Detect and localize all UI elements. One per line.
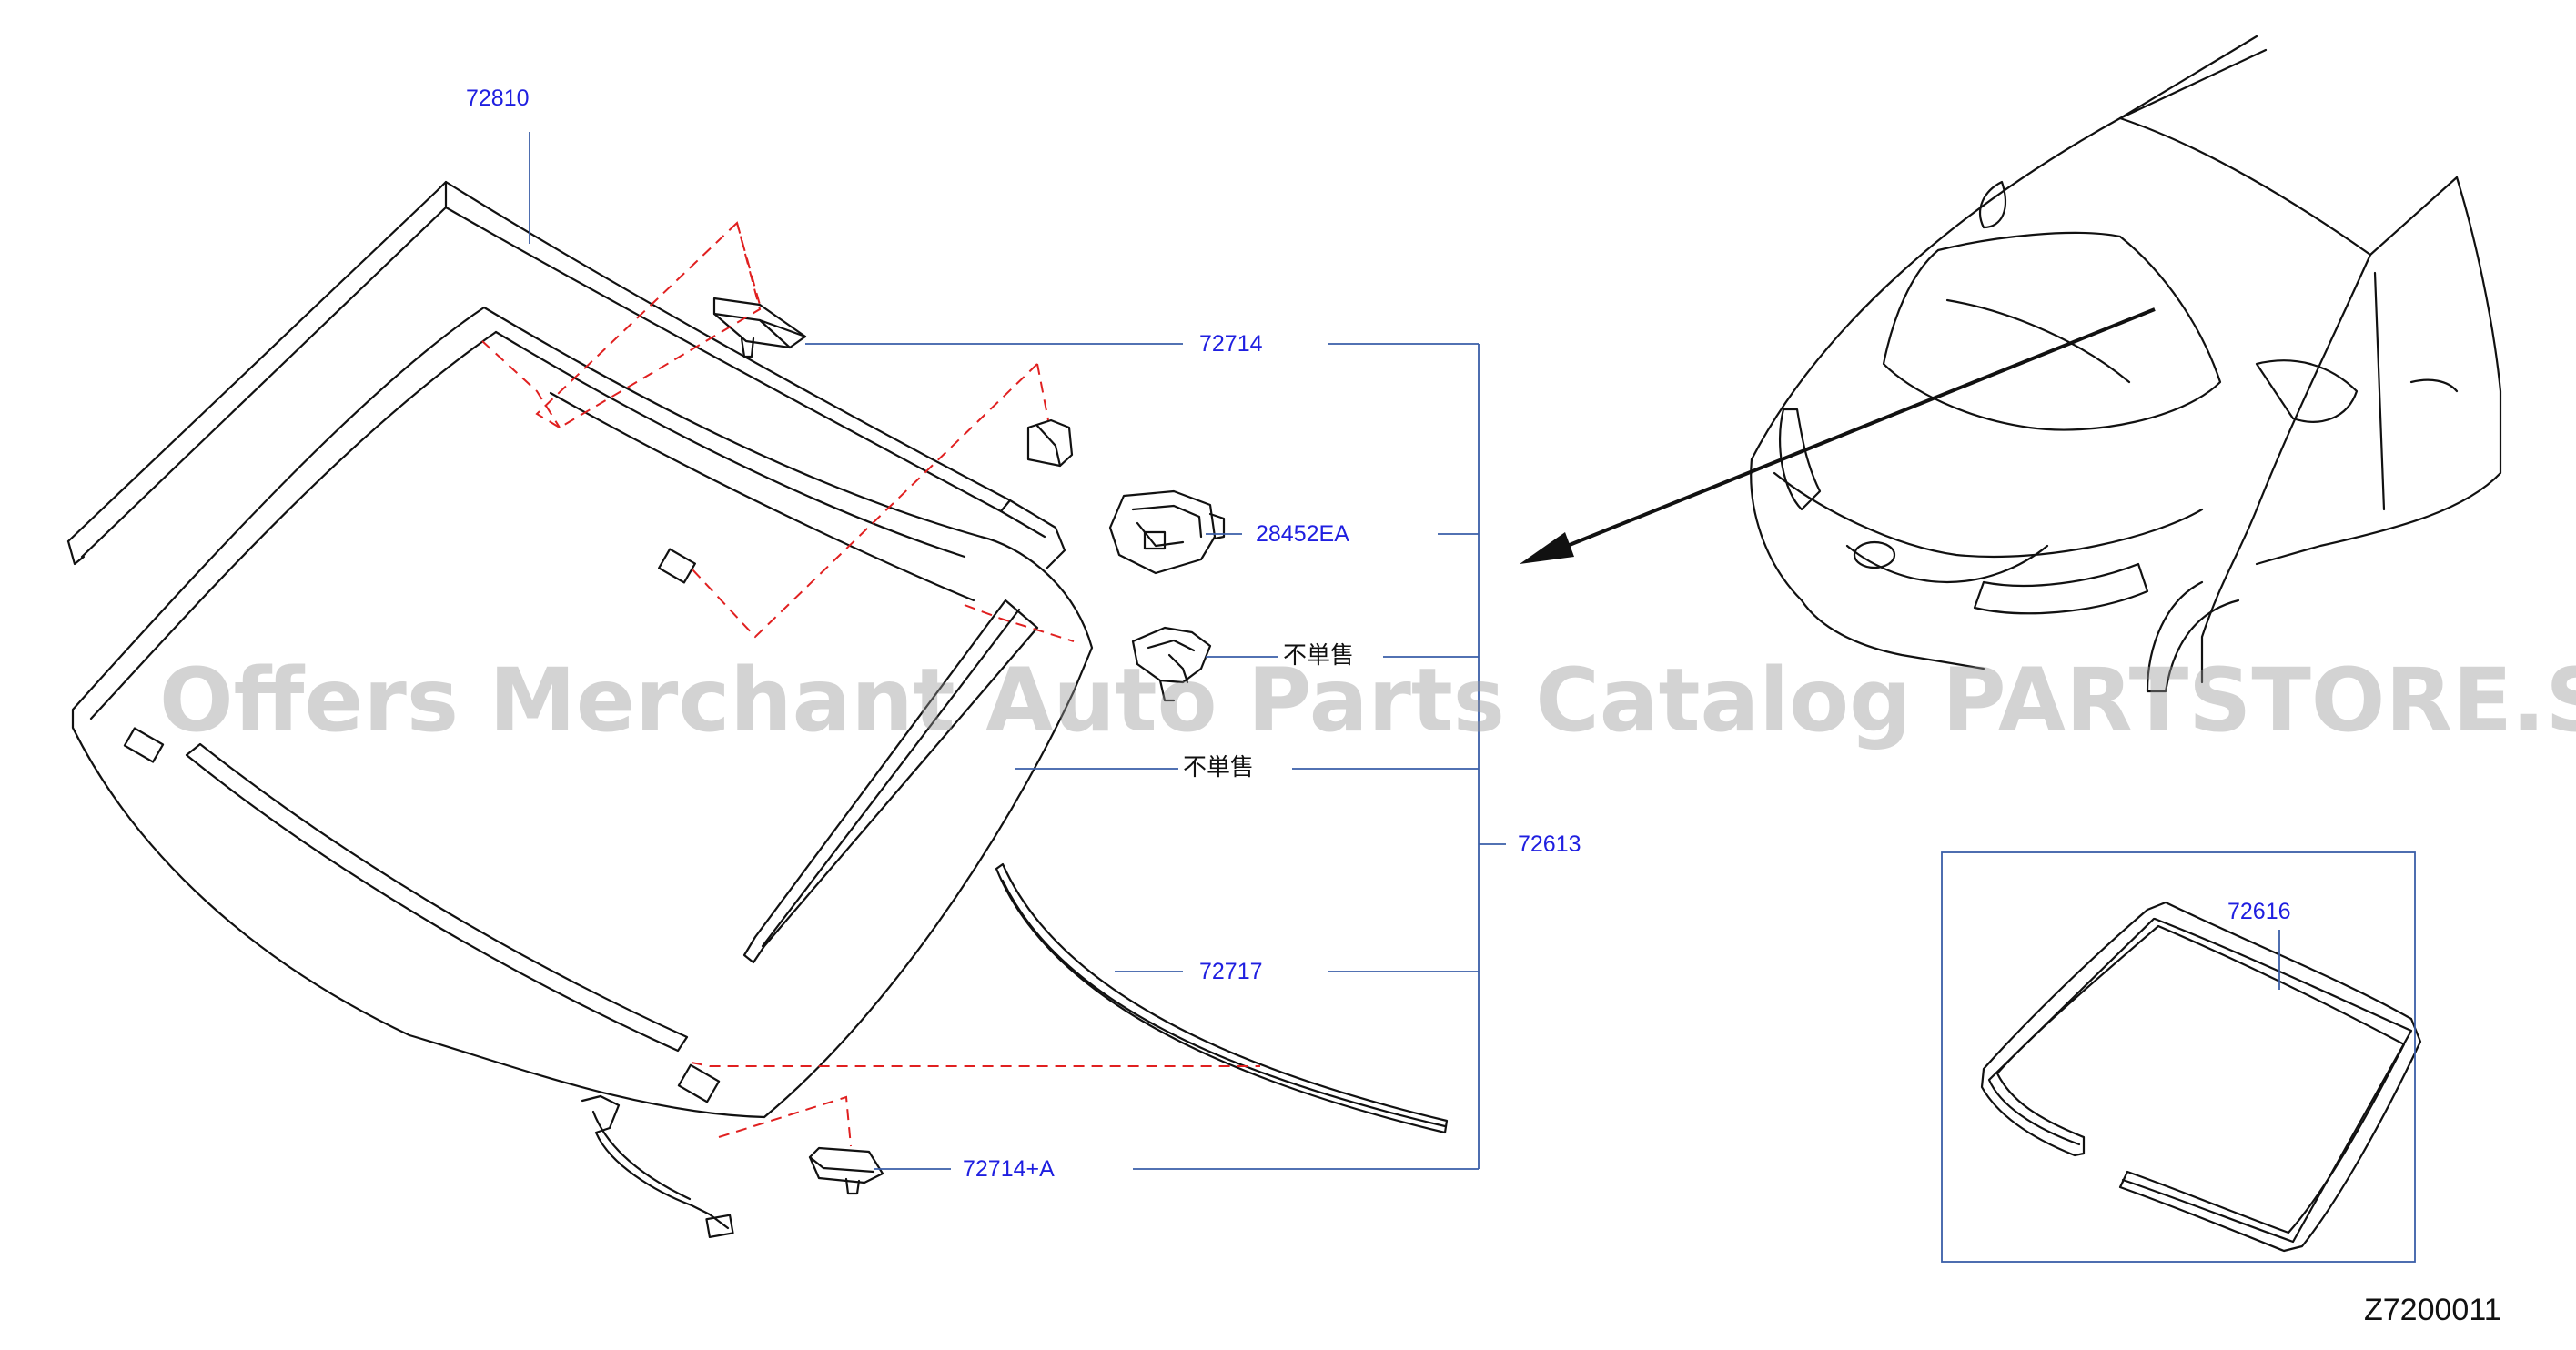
callout-72613: 72613: [1518, 831, 1581, 857]
wire-harness: [581, 1094, 734, 1239]
pad-center: [658, 548, 696, 584]
side-moulding: [742, 599, 1039, 964]
camera-bracket: [1131, 626, 1212, 702]
leader-lines: [529, 132, 2416, 1263]
upper-moulding-72810: [66, 180, 1066, 570]
pad-left: [123, 727, 165, 763]
callout-28452EA: 28452EA: [1256, 521, 1349, 547]
callout-72714A: 72714+A: [963, 1156, 1055, 1182]
callout-72717: 72717: [1199, 959, 1263, 984]
sensor-bracket-28452EA: [1108, 489, 1226, 575]
location-arrow: [1520, 307, 2156, 564]
callout-not-sold-separately-2: 不単售: [1183, 754, 1255, 781]
pad-bottom: [677, 1063, 721, 1103]
lower-strip: [185, 742, 689, 1053]
vehicle-outline: [1750, 35, 2502, 693]
moulding-72717: [995, 862, 1449, 1134]
callout-72616: 72616: [2227, 899, 2291, 924]
callout-72810: 72810: [466, 86, 530, 111]
drawing-code: Z7200011: [2364, 1293, 2501, 1327]
weatherstrip-72616: [1980, 901, 2422, 1253]
windshield-glass: [71, 306, 1094, 1119]
small-bracket: [1026, 418, 1074, 468]
clip-72714A: [808, 1146, 884, 1195]
phantom-lines: [481, 221, 1260, 1147]
callout-not-sold-separately-1: 不単售: [1283, 642, 1355, 670]
clip-72714: [712, 297, 807, 358]
callout-72714: 72714: [1199, 331, 1263, 357]
